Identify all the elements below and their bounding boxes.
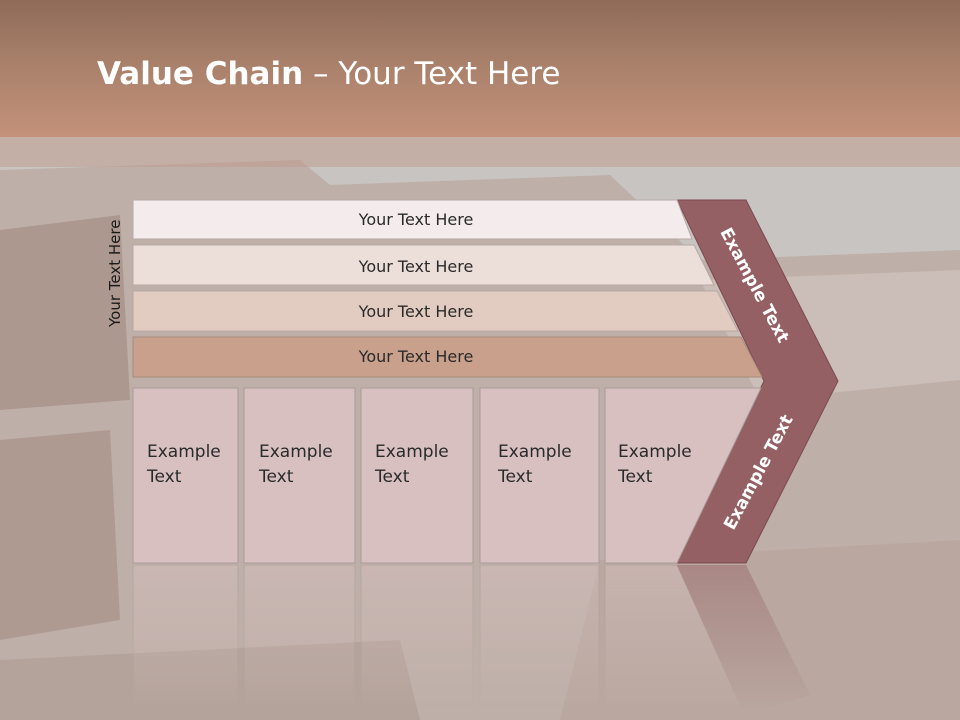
box-5 [604, 387, 762, 564]
box-text-4-line2: Text [498, 467, 533, 487]
band-label-1: Your Text Here [358, 210, 474, 229]
box-text-2: Example Text [259, 440, 359, 490]
band-4 [132, 336, 763, 378]
title-rest: – Your Text Here [303, 56, 561, 92]
band-3 [132, 290, 739, 332]
box-text-4-line1: Example [498, 442, 572, 462]
box-text-3: Example Text [375, 440, 475, 490]
band-label-3: Your Text Here [358, 302, 474, 321]
reflection [0, 565, 960, 715]
band-1 [132, 199, 693, 240]
box-text-4: Example Text [498, 440, 598, 490]
box-1 [132, 387, 239, 564]
box-text-2-line1: Example [259, 442, 333, 462]
box-text-3-line1: Example [375, 442, 449, 462]
header-strip [0, 137, 960, 167]
title-bold: Value Chain [97, 56, 304, 92]
band-2 [132, 244, 715, 286]
box-text-3-line2: Text [375, 467, 410, 487]
box-3 [360, 387, 474, 564]
slide-title: Value Chain – Your Text Here [97, 56, 560, 92]
box-text-1-line1: Example [147, 442, 221, 462]
box-text-5-line1: Example [618, 442, 692, 462]
box-text-5: Example Text [618, 440, 718, 490]
header-bar [0, 0, 960, 137]
chevron-arrow [676, 199, 839, 564]
reflection-shapes [132, 565, 810, 715]
box-4 [479, 387, 600, 564]
box-text-5-line2: Text [618, 467, 653, 487]
box-2 [243, 387, 356, 564]
band-label-4: Your Text Here [358, 347, 474, 366]
band-label-2: Your Text Here [358, 257, 474, 276]
box-text-2-line2: Text [259, 467, 294, 487]
box-text-1-line2: Text [147, 467, 182, 487]
box-text-1: Example Text [147, 440, 247, 490]
